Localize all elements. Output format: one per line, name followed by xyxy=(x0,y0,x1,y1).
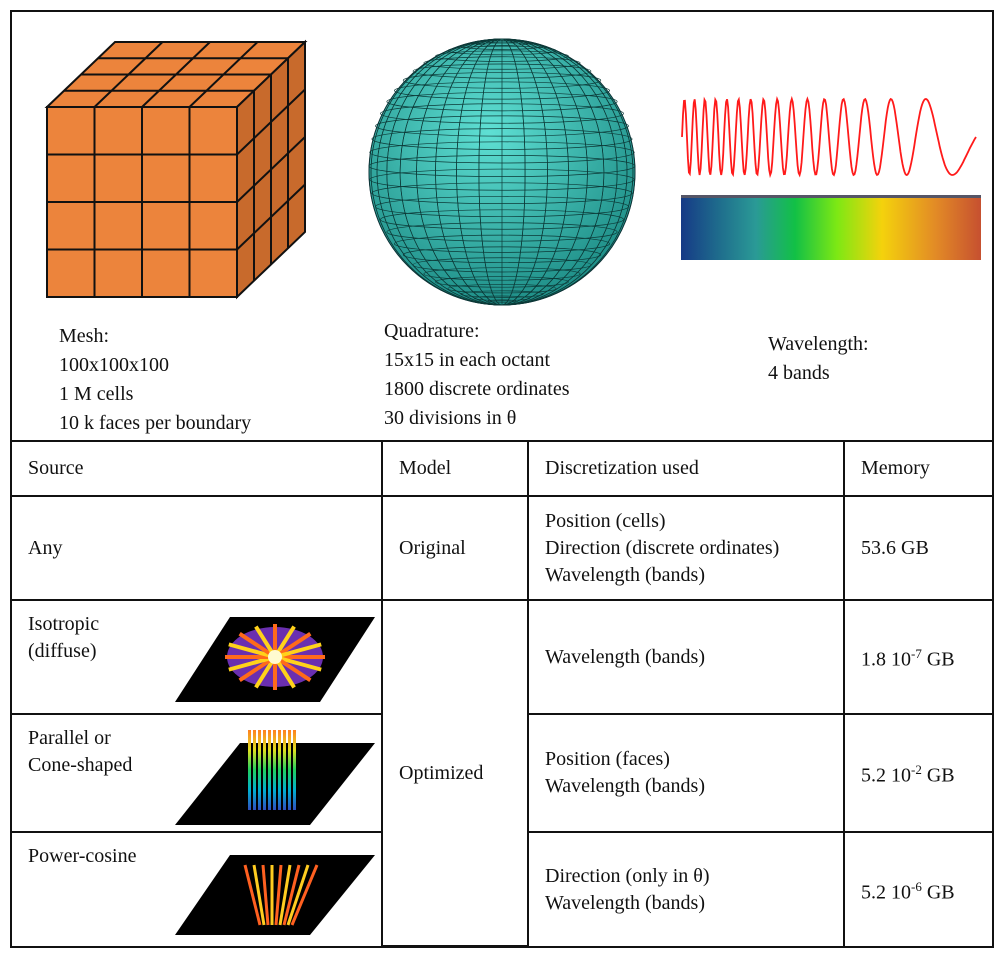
header-model: Model xyxy=(381,442,529,497)
mesh-caption: Mesh: 100x100x100 1 M cells 10 k faces per … xyxy=(59,322,251,438)
memory-cell: 53.6 GB xyxy=(843,495,992,601)
caption-line: 15x15 in each octant xyxy=(384,349,551,371)
caption-line: Mesh: xyxy=(59,325,109,347)
memory-value: 5.2 10 xyxy=(861,881,911,904)
disc-line: Direction (discrete ordinates) xyxy=(545,536,780,559)
memory-table: Source Model Discretization used Memory … xyxy=(12,442,992,947)
source-label: Parallel or Cone-shaped xyxy=(28,727,133,776)
discretization-panel: Mesh: 100x100x100 1 M cells 10 k faces per … xyxy=(12,12,992,442)
table-row: Parallel or Cone-shaped Position (faces)… xyxy=(12,713,992,833)
memory-cell: 1.8 10-7 GB xyxy=(843,599,992,715)
source-cell: Power-cosine xyxy=(12,831,383,946)
source-cell: Any xyxy=(12,495,383,601)
memory-cell: 5.2 10-6 GB xyxy=(843,831,992,946)
caption-line: 30 divisions in θ xyxy=(384,407,517,429)
source-cell: Isotropic (diffuse) xyxy=(12,599,383,715)
quadrature-sphere-illustration xyxy=(368,38,636,306)
header-discretization: Discretization used xyxy=(527,442,845,497)
caption-line: 1800 discrete ordinates xyxy=(384,378,570,400)
memory-exponent: -6 xyxy=(911,878,922,894)
figure-frame: Mesh: 100x100x100 1 M cells 10 k faces per … xyxy=(10,10,994,948)
spectrum-colorbar xyxy=(681,195,981,260)
caption-line: Quadrature: xyxy=(384,320,480,342)
power-cosine-source-icon xyxy=(175,855,375,935)
source-cell: Parallel or Cone-shaped xyxy=(12,713,383,833)
wavelength-caption: Wavelength: 4 bands xyxy=(768,330,869,388)
memory-unit: GB xyxy=(921,648,955,671)
discretization-cell: Direction (only in θ) Wavelength (bands) xyxy=(527,831,845,946)
source-label: Power-cosine xyxy=(28,845,137,867)
memory-cell: 5.2 10-2 GB xyxy=(843,713,992,833)
memory-value: 53.6 xyxy=(861,536,896,559)
discretization-cell: Position (faces) Wavelength (bands) xyxy=(527,713,845,833)
disc-line: Position (cells) xyxy=(545,509,666,532)
memory-exponent: -7 xyxy=(911,646,922,662)
wavelength-wave-illustration xyxy=(681,95,977,179)
memory-unit: GB xyxy=(901,536,929,559)
header-memory: Memory xyxy=(843,442,992,497)
table-row: Power-cosine Direction (only in θ) Wavele… xyxy=(12,831,992,946)
caption-line: 100x100x100 xyxy=(59,354,169,376)
quadrature-caption: Quadrature: 15x15 in each octant 1800 disc… xyxy=(384,317,570,433)
model-cell: Optimized xyxy=(381,599,529,947)
disc-line: Direction (only in θ) xyxy=(545,864,710,887)
caption-line: Wavelength: xyxy=(768,333,869,355)
table-header-row: Source Model Discretization used Memory xyxy=(12,442,992,497)
disc-line: Wavelength (bands) xyxy=(545,775,705,797)
caption-line: 1 M cells xyxy=(59,383,134,405)
model-cell: Original xyxy=(381,495,529,601)
table-row: Isotropic (diffuse) Optimized Wavelength… xyxy=(12,599,992,947)
memory-exponent: -2 xyxy=(911,762,922,778)
disc-line: Wavelength (bands) xyxy=(545,645,705,668)
disc-line: Wavelength (bands) xyxy=(545,563,705,586)
parallel-source-icon xyxy=(175,730,375,825)
caption-line: 4 bands xyxy=(768,362,830,384)
caption-line: 10 k faces per boundary xyxy=(59,412,252,434)
disc-line: Position (faces) xyxy=(545,748,670,770)
disc-line: Wavelength (bands) xyxy=(545,891,705,914)
header-source: Source xyxy=(12,442,383,497)
memory-value: 1.8 10 xyxy=(861,648,911,671)
memory-unit: GB xyxy=(921,881,955,904)
table-row: Any Original Position (cells) Direction (… xyxy=(12,495,992,601)
discretization-cell: Wavelength (bands) xyxy=(527,599,845,715)
memory-value: 5.2 10 xyxy=(861,764,911,787)
memory-unit: GB xyxy=(921,764,955,787)
mesh-cube-illustration xyxy=(44,39,308,300)
discretization-cell: Position (cells) Direction (discrete ordi… xyxy=(527,495,845,601)
source-label: Isotropic (diffuse) xyxy=(28,613,100,662)
isotropic-source-icon xyxy=(175,617,375,702)
